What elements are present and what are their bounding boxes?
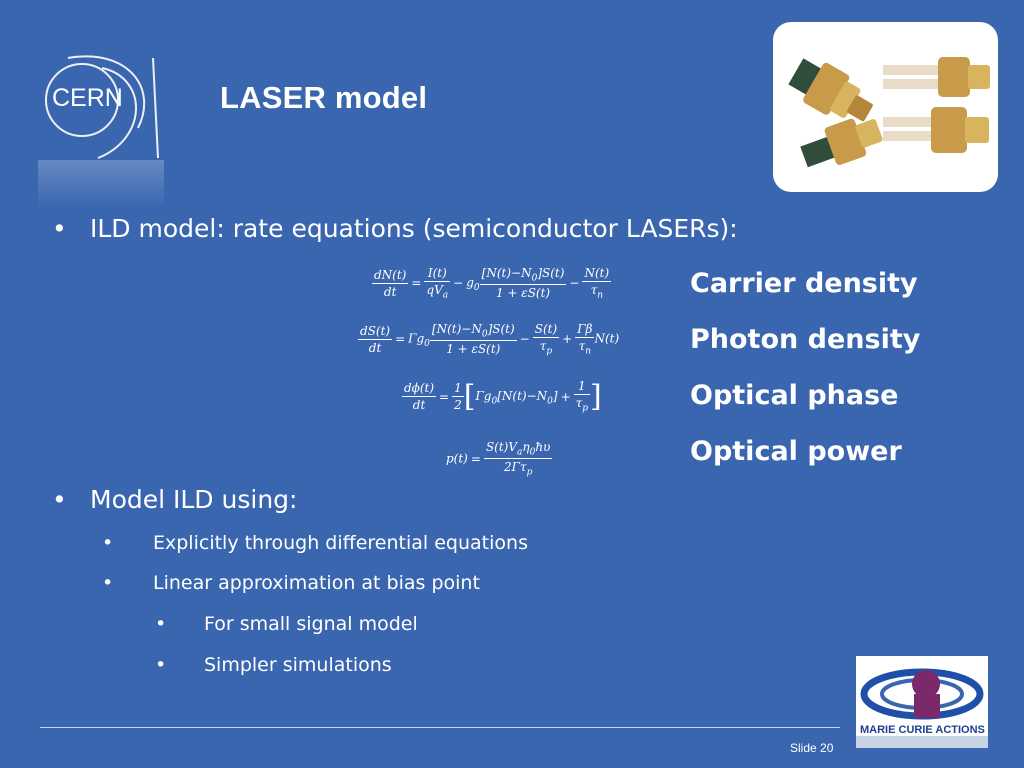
bullet-linear-approx: Linear approximation at bias point bbox=[153, 572, 480, 594]
cern-logo: CERN bbox=[38, 48, 164, 206]
marie-curie-logo: MARIE CURIE ACTIONS bbox=[856, 656, 988, 748]
bullet-dot: • bbox=[155, 654, 167, 676]
label-optical-power: Optical power bbox=[690, 436, 902, 467]
label-carrier-density: Carrier density bbox=[690, 268, 918, 299]
bullet-dot: • bbox=[102, 572, 114, 594]
equation-carrier-density: dN(t)dt=I(t)qVa−g0[N(t)−N0]S(t)1 + εS(t)… bbox=[372, 266, 612, 301]
slide-number: Slide 20 bbox=[790, 741, 834, 755]
label-optical-phase: Optical phase bbox=[690, 380, 899, 411]
svg-text:CERN: CERN bbox=[52, 84, 123, 112]
bullet-dot: • bbox=[102, 532, 114, 554]
bullet-dot: • bbox=[155, 613, 167, 635]
equation-photon-density: dS(t)dt=Γg0[N(t)−N0]S(t)1 + εS(t)−S(t)τp… bbox=[358, 322, 620, 357]
bullet-model-ild: Model ILD using: bbox=[90, 485, 298, 514]
bullet-dot: • bbox=[52, 485, 67, 514]
bullet-simpler-sims: Simpler simulations bbox=[204, 654, 392, 676]
svg-text:MARIE CURIE ACTIONS: MARIE CURIE ACTIONS bbox=[860, 724, 985, 736]
bullet-small-signal: For small signal model bbox=[204, 613, 418, 635]
label-photon-density: Photon density bbox=[690, 324, 921, 355]
laser-photo bbox=[773, 22, 998, 192]
bullet-ild-model: ILD model: rate equations (semiconductor… bbox=[90, 214, 738, 243]
bullet-dot: • bbox=[52, 214, 67, 243]
bullet-explicit: Explicitly through differential equation… bbox=[153, 532, 528, 554]
page-title: LASER model bbox=[220, 80, 428, 115]
footer-divider bbox=[40, 727, 840, 728]
